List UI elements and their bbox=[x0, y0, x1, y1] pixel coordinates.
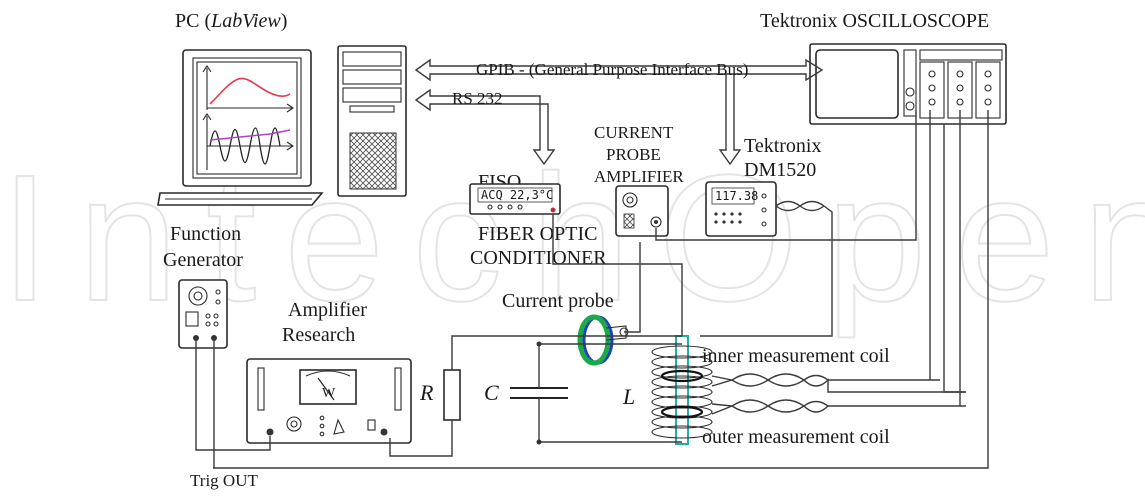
resistor-label: R bbox=[419, 380, 434, 405]
amplifier-label-line2: Research bbox=[282, 324, 355, 346]
pc-black-wave bbox=[209, 127, 281, 165]
probe-amp-label-line3: AMPLIFIER bbox=[594, 167, 684, 186]
twisted-pair-outer bbox=[711, 399, 966, 415]
oscilloscope-label: Tektronix OSCILLOSCOPE bbox=[760, 10, 989, 32]
trig-out-label: Trig OUT bbox=[190, 471, 258, 490]
coil-label: L bbox=[622, 384, 635, 409]
dm1520-multimeter: 117.38 bbox=[705, 181, 777, 237]
rs232-label: RS 232 bbox=[452, 89, 503, 108]
fiso-conditioner: ACQ 22,3°C bbox=[469, 183, 561, 215]
twisted-pair-inner bbox=[711, 373, 966, 393]
pc-label: PC (LabView) bbox=[175, 10, 287, 32]
inner-coil-label: inner measurement coil bbox=[702, 345, 890, 367]
capacitor-label: C bbox=[484, 380, 499, 405]
func-gen-label-line2: Generator bbox=[163, 249, 243, 271]
current-probe-label: Current probe bbox=[502, 290, 614, 312]
gpib-bus bbox=[414, 58, 824, 166]
dm1520-readout: 117.38 bbox=[715, 189, 758, 203]
probe-amp-label-line2: PROBE bbox=[606, 145, 661, 164]
func-gen-label-line1: Function bbox=[170, 223, 241, 245]
fiber-optic-label-line1: FIBER OPTIC bbox=[478, 223, 597, 245]
pc-tower bbox=[337, 45, 407, 197]
dm1520-label-line1: Tektronix bbox=[744, 135, 821, 157]
amp-meter-symbol: W bbox=[322, 386, 336, 401]
capacitor bbox=[510, 387, 568, 399]
current-probe bbox=[577, 314, 629, 366]
function-generator bbox=[178, 279, 228, 349]
current-probe-amplifier bbox=[615, 185, 669, 237]
resistor bbox=[443, 369, 461, 421]
fiso-readout: ACQ 22,3°C bbox=[481, 188, 553, 202]
dm1520-label-line2: DM1520 bbox=[744, 159, 816, 181]
power-amplifier: W bbox=[246, 358, 412, 444]
probe-amp-label-line1: CURRENT bbox=[594, 123, 674, 142]
pc-red-curve bbox=[209, 77, 291, 105]
outer-coil-label: outer measurement coil bbox=[702, 426, 890, 448]
rs232-bus bbox=[414, 88, 556, 166]
fiber-optic-label-line2: CONDITIONER bbox=[470, 247, 607, 269]
oscilloscope bbox=[809, 43, 1007, 125]
pc-monitor bbox=[182, 49, 312, 187]
amplifier-label-line1: Amplifier bbox=[288, 299, 367, 321]
gpib-label: GPIB - (General Purpose Interface Bus) bbox=[476, 60, 748, 79]
